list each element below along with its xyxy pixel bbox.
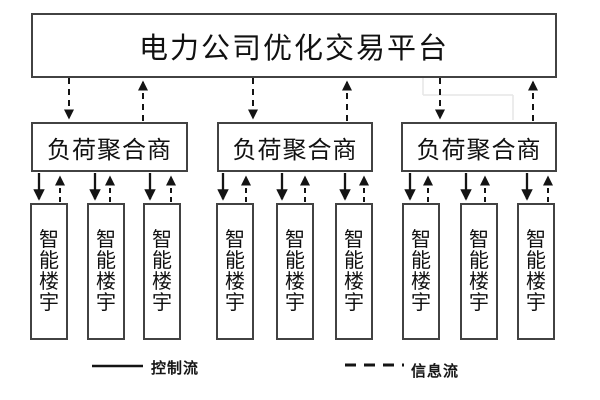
building-box-3: 智能楼宇 bbox=[143, 203, 181, 340]
building-box-2: 智能楼宇 bbox=[87, 203, 125, 340]
legend-info-label: 信息流 bbox=[411, 363, 460, 380]
building-label: 智能楼宇 bbox=[285, 228, 305, 314]
building-label: 智能楼宇 bbox=[96, 228, 116, 314]
building-box-8: 智能楼宇 bbox=[460, 203, 498, 340]
building-label: 智能楼宇 bbox=[526, 228, 546, 314]
building-label: 智能楼宇 bbox=[344, 228, 364, 314]
aggregator-label: 负荷聚合商 bbox=[416, 137, 542, 164]
aggregator-box-1: 负荷聚合商 bbox=[31, 122, 188, 172]
building-aggregator-info-links bbox=[55, 175, 553, 202]
aggregator-box-2: 负荷聚合商 bbox=[217, 122, 373, 172]
aggregator-label: 负荷聚合商 bbox=[47, 137, 172, 164]
building-label: 智能楼宇 bbox=[469, 228, 489, 314]
building-label: 智能楼宇 bbox=[39, 228, 59, 314]
building-box-1: 智能楼宇 bbox=[30, 203, 68, 340]
building-label: 智能楼宇 bbox=[225, 228, 245, 314]
building-box-6: 智能楼宇 bbox=[335, 203, 373, 340]
building-label: 智能楼宇 bbox=[152, 228, 172, 314]
ghost-connector-artifact bbox=[422, 78, 514, 120]
building-box-5: 智能楼宇 bbox=[276, 203, 314, 340]
platform-aggregator-links bbox=[64, 78, 538, 121]
legend-control-label: 控制流 bbox=[151, 360, 200, 377]
aggregator-box-3: 负荷聚合商 bbox=[401, 122, 557, 172]
building-box-7: 智能楼宇 bbox=[402, 203, 440, 340]
platform-label: 电力公司优化交易平台 bbox=[138, 32, 449, 65]
building-box-9: 智能楼宇 bbox=[517, 203, 555, 340]
platform-box: 电力公司优化交易平台 bbox=[31, 13, 557, 78]
building-box-4: 智能楼宇 bbox=[216, 203, 254, 340]
building-label: 智能楼宇 bbox=[411, 228, 431, 314]
aggregator-building-control-links bbox=[33, 173, 533, 201]
aggregator-label: 负荷聚合商 bbox=[232, 137, 358, 164]
